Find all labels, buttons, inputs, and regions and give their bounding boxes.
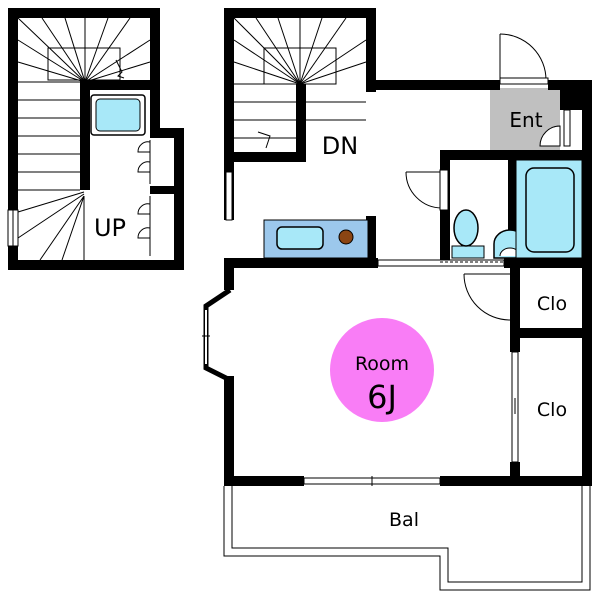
label-down: DN xyxy=(322,132,358,160)
wall-left-right xyxy=(174,128,184,270)
left-closet-doors xyxy=(137,140,151,256)
wall-kitchen-stub xyxy=(366,216,376,268)
wall-top-right xyxy=(548,80,590,90)
left-bathtub xyxy=(95,98,141,132)
left-unit: UP xyxy=(7,8,184,270)
right-stairs xyxy=(233,17,367,149)
kitchen-sink xyxy=(276,226,324,250)
wall-south-left xyxy=(224,476,304,486)
wall-bath-top xyxy=(80,80,156,90)
wall-closet-split xyxy=(150,186,180,194)
wall-stair-inner xyxy=(296,84,306,162)
wall-kitchen-bottom xyxy=(224,258,378,268)
wall-bath-split xyxy=(508,150,516,260)
label-balcony: Bal xyxy=(389,509,419,531)
toilet-door xyxy=(405,171,443,209)
wall-left-step xyxy=(150,128,184,138)
wall-closet-left-lower xyxy=(510,462,520,484)
wall-east xyxy=(582,80,592,484)
balcony-inner xyxy=(231,486,583,583)
ent-side-window xyxy=(563,109,571,147)
wall-bath-bottom xyxy=(504,258,590,268)
bay-window xyxy=(203,287,232,383)
wall-south-right xyxy=(440,476,592,486)
wall-closet-left-upper xyxy=(510,262,520,352)
wall-left-bottom xyxy=(8,260,184,270)
kitchen-sliding-door xyxy=(377,259,505,267)
room-door xyxy=(463,273,511,321)
wall-closet-split xyxy=(516,328,588,338)
label-up: UP xyxy=(94,214,126,242)
label-closet-lower: Clo xyxy=(537,399,567,421)
right-unit: Ent DN Clo xyxy=(202,8,592,591)
wall-ent-corner xyxy=(560,86,584,110)
label-entrance: Ent xyxy=(509,108,542,132)
label-closet-upper: Clo xyxy=(537,293,567,315)
stove-burner-icon xyxy=(338,229,354,245)
toilet xyxy=(451,209,485,259)
entrance-door-frame xyxy=(499,77,549,85)
room-badge xyxy=(330,318,434,422)
entrance-inner-door xyxy=(539,125,561,147)
entrance-door xyxy=(499,33,547,81)
wall-west-mid xyxy=(224,262,234,290)
wall-left-top xyxy=(8,8,160,18)
left-stairs xyxy=(17,17,151,261)
wall-top-left xyxy=(224,8,376,18)
wall-top-mid xyxy=(366,80,500,90)
wall-stair-right xyxy=(366,8,376,92)
wall-left-outer xyxy=(8,8,18,270)
balcony-outer xyxy=(223,486,591,591)
label-room-name: Room xyxy=(355,353,409,375)
wall-bath-left xyxy=(80,80,90,190)
wall-left-inner-top xyxy=(150,8,160,128)
wall-west-lower xyxy=(224,376,234,484)
kitchen-window xyxy=(225,171,233,221)
label-room-size: 6J xyxy=(367,378,397,416)
wall-stair-bottom xyxy=(224,152,304,162)
toilet-door-frame xyxy=(439,169,449,211)
wall-west-upper xyxy=(224,8,234,220)
bathtub xyxy=(525,167,575,253)
